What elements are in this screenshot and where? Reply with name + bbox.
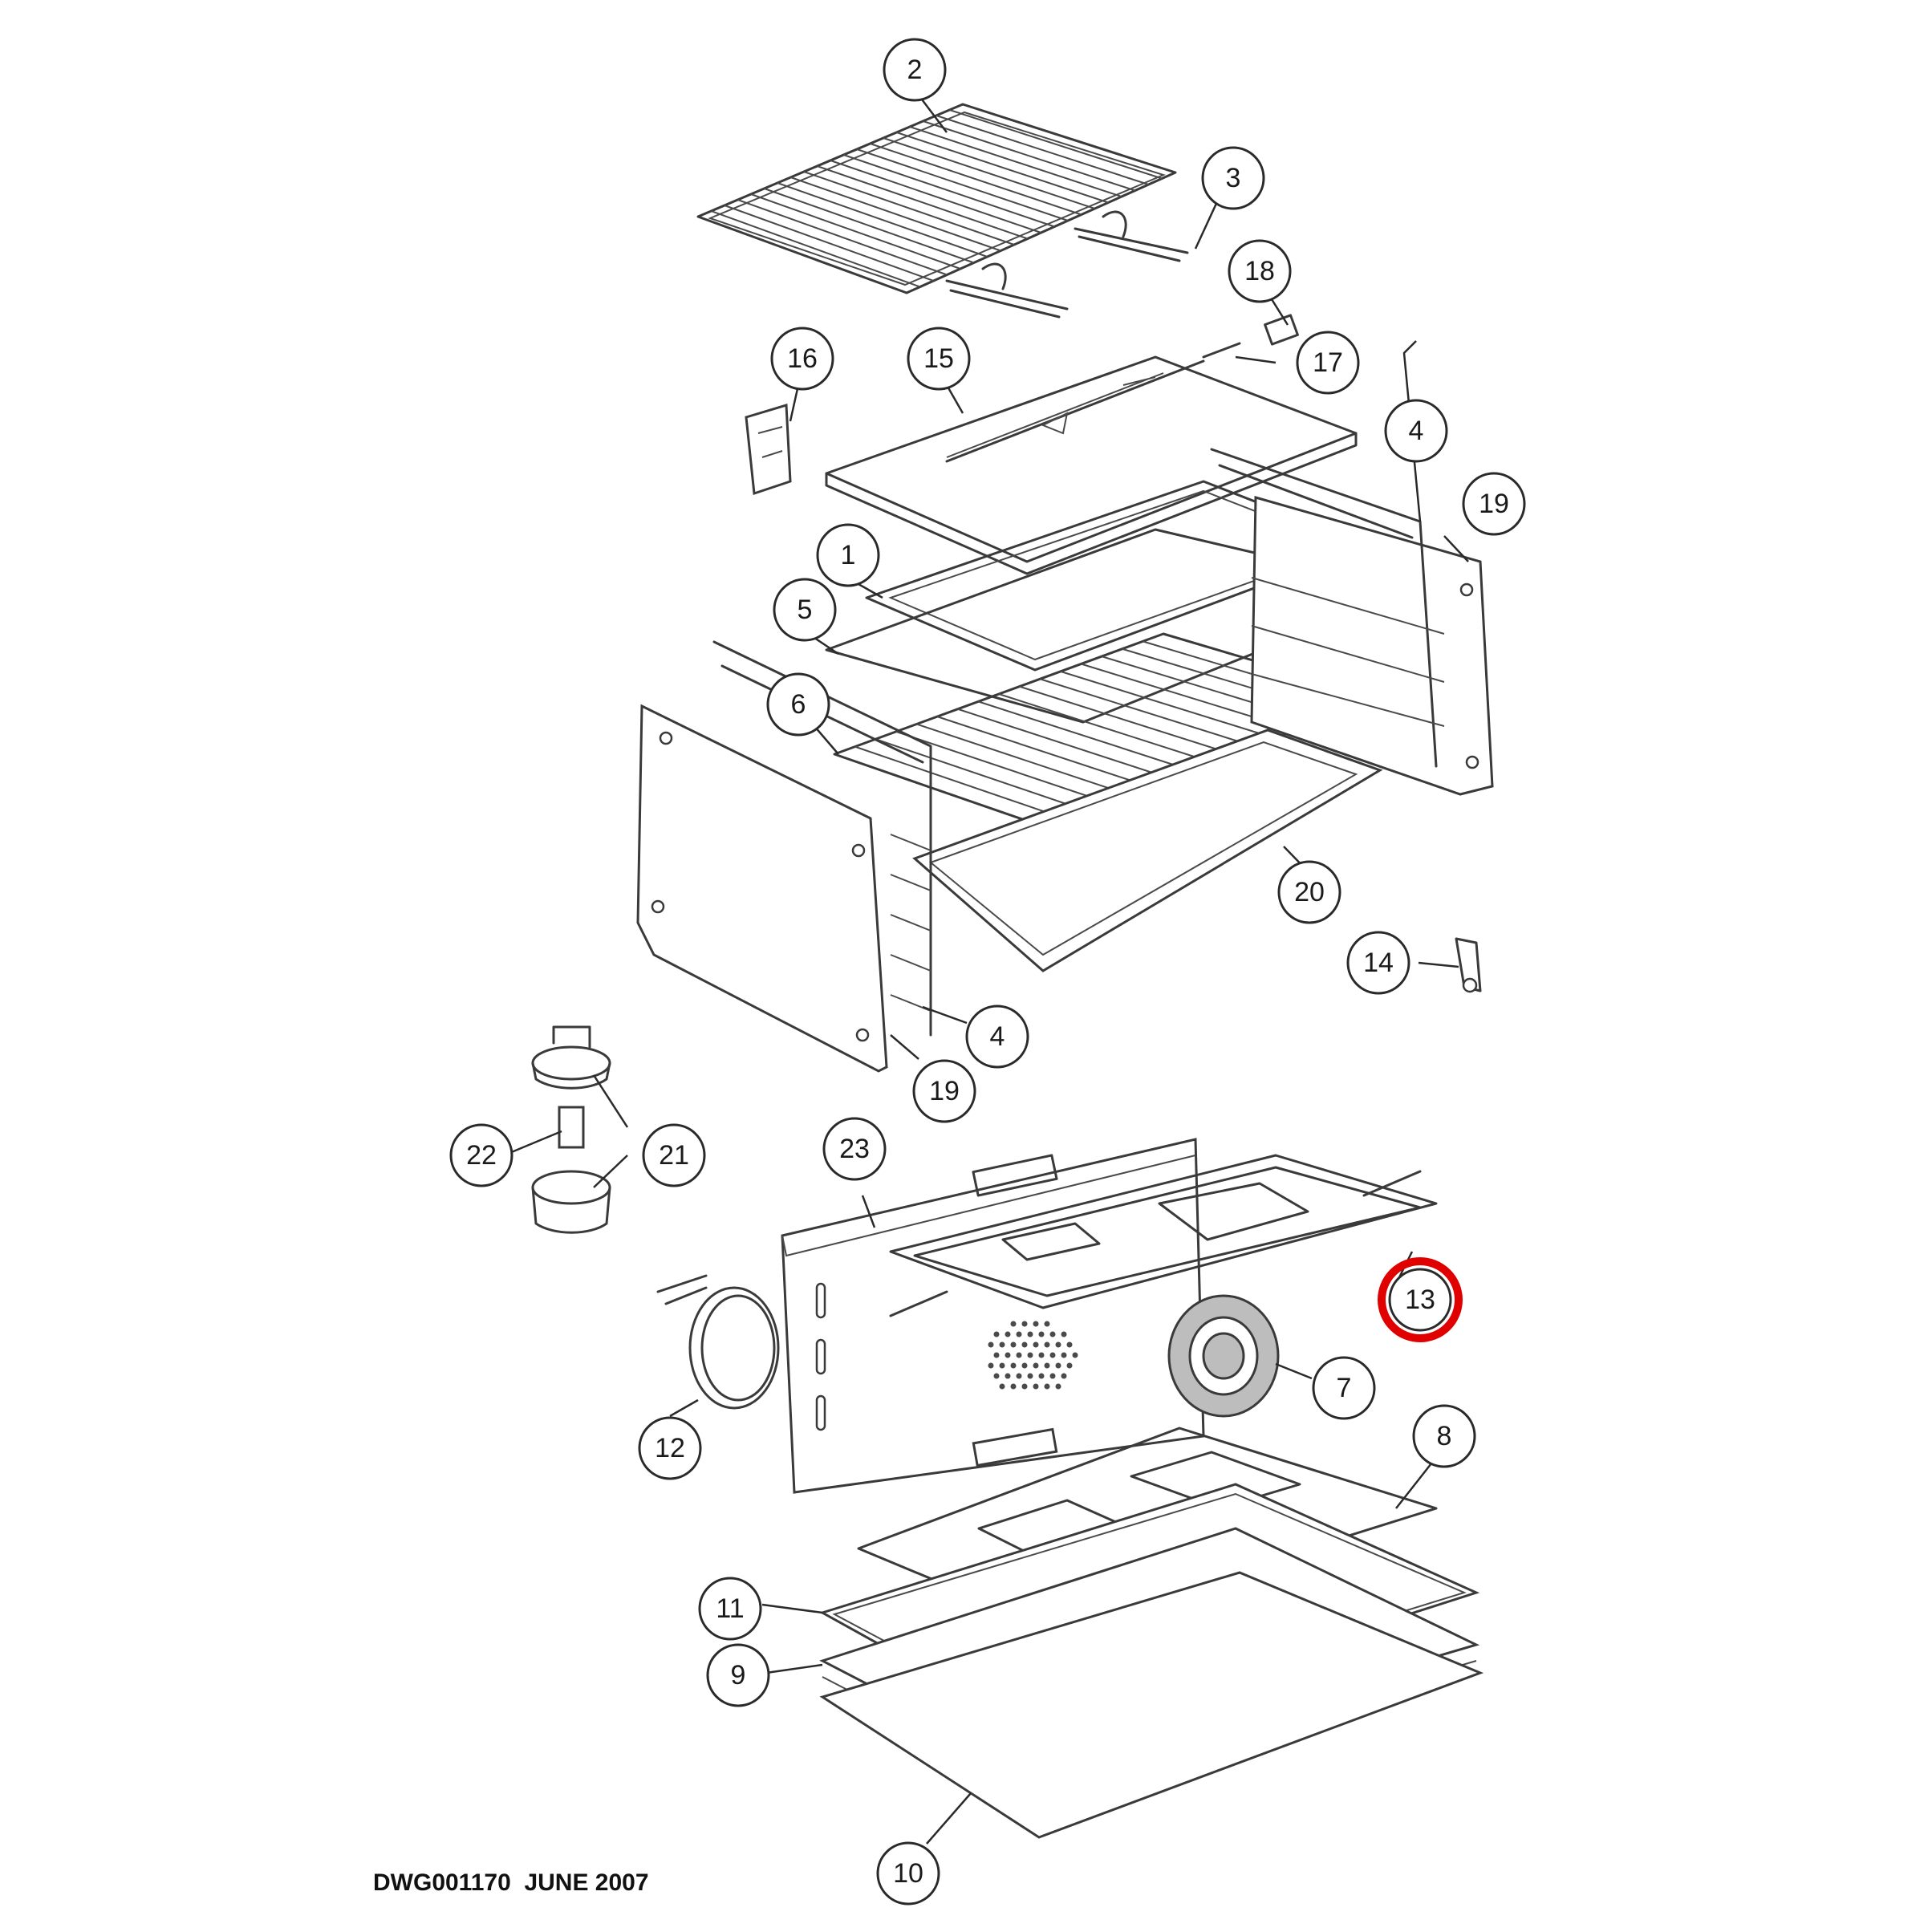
leader-lines: [503, 89, 1469, 1845]
circular-element-part: [656, 1274, 780, 1410]
svg-text:6: 6: [791, 689, 806, 720]
svg-text:20: 20: [1294, 877, 1325, 907]
callout-12: 12: [638, 1416, 702, 1480]
callout-10: 10: [876, 1841, 940, 1906]
callout-20: 20: [1277, 860, 1341, 924]
callout-4-upper: 4: [1384, 399, 1448, 463]
callout-17: 17: [1296, 331, 1360, 395]
rotisserie-frame-part: [825, 355, 1358, 575]
svg-text:23: 23: [839, 1134, 870, 1164]
grill-element-part: [889, 1154, 1438, 1317]
svg-text:2: 2: [907, 55, 923, 85]
callout-19-lower: 19: [912, 1059, 976, 1123]
svg-text:1: 1: [841, 540, 856, 570]
callout-14: 14: [1346, 931, 1410, 995]
callout-11: 11: [698, 1577, 762, 1641]
clip-part: [1455, 937, 1482, 993]
callout-2: 2: [883, 38, 947, 102]
callout-8: 8: [1412, 1404, 1476, 1468]
highlight-ring: [1378, 1257, 1463, 1342]
fan-gasket-part: [1167, 1294, 1280, 1418]
svg-text:12: 12: [655, 1433, 685, 1463]
rotisserie-motor-part: [745, 404, 792, 496]
svg-text:17: 17: [1313, 347, 1343, 378]
callout-9: 9: [706, 1643, 770, 1707]
svg-text:4: 4: [990, 1021, 1005, 1052]
callout-5: 5: [773, 578, 837, 642]
oven-base-part: [912, 729, 1383, 972]
svg-text:19: 19: [1479, 489, 1509, 519]
svg-text:19: 19: [929, 1076, 960, 1106]
wire-shelf-part: [696, 103, 1177, 294]
callout-21: 21: [642, 1123, 706, 1187]
back-panel-part: [781, 1138, 1205, 1494]
svg-text:15: 15: [923, 343, 954, 374]
base-plate-part: [819, 1483, 1484, 1839]
callout-16: 16: [770, 327, 834, 391]
callout-7: 7: [1312, 1356, 1376, 1420]
callout-1: 1: [816, 523, 880, 587]
oven-rack-part: [825, 528, 1414, 828]
svg-text:13: 13: [1405, 1285, 1435, 1315]
svg-text:22: 22: [466, 1140, 497, 1171]
svg-text:18: 18: [1244, 256, 1275, 286]
svg-text:11: 11: [716, 1593, 744, 1624]
svg-text:5: 5: [798, 595, 813, 625]
shelf-support-part: [945, 210, 1189, 319]
spit-handle-part: [945, 314, 1299, 463]
callout-3: 3: [1201, 146, 1265, 210]
svg-text:10: 10: [893, 1858, 923, 1889]
callout-22: 22: [449, 1123, 513, 1187]
svg-text:21: 21: [659, 1140, 689, 1171]
callout-18: 18: [1228, 239, 1292, 303]
oven-lamp-part: [531, 1025, 611, 1234]
svg-text:3: 3: [1226, 163, 1241, 193]
callout-4-lower: 4: [965, 1005, 1029, 1069]
callout-19-upper: 19: [1462, 472, 1526, 536]
callout-6: 6: [766, 672, 830, 737]
svg-text:14: 14: [1363, 948, 1394, 978]
svg-text:16: 16: [787, 343, 818, 374]
callout-13: 13: [1388, 1268, 1452, 1332]
svg-text:9: 9: [731, 1660, 746, 1690]
drawing-caption: DWG001170 JUNE 2007: [373, 1869, 649, 1896]
right-side-panel-part: [1210, 448, 1494, 796]
svg-text:4: 4: [1409, 416, 1424, 446]
callout-23: 23: [822, 1117, 887, 1181]
svg-text:7: 7: [1337, 1373, 1352, 1403]
svg-text:8: 8: [1437, 1421, 1452, 1451]
callout-15: 15: [907, 327, 971, 391]
